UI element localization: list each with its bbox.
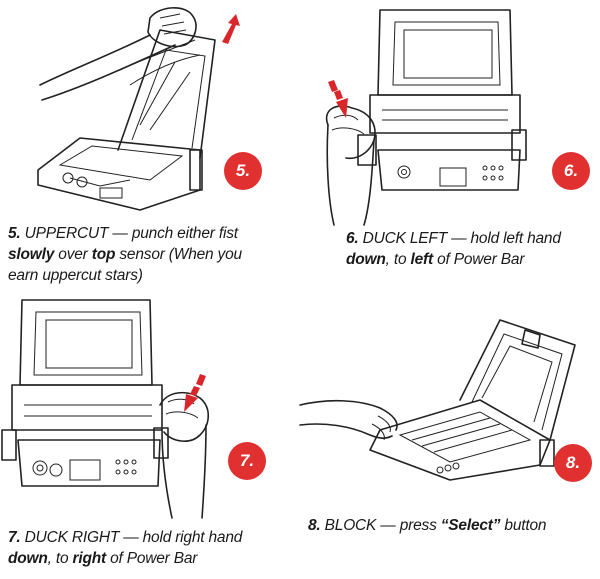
step-8-caption: 8. BLOCK — press “Select” button bbox=[308, 515, 598, 536]
step-8-move: BLOCK bbox=[324, 517, 377, 534]
downward-arrow-icon bbox=[328, 80, 348, 118]
step-8-number: 8. bbox=[308, 517, 321, 534]
upward-arrow-icon bbox=[222, 14, 240, 44]
step-7-number: 7. bbox=[8, 529, 21, 546]
step-6-text-5: of Power Bar bbox=[432, 251, 525, 268]
step-7-panel: 7. 7. DUCK RIGHT — hold right hand down,… bbox=[0, 290, 300, 579]
step-7-badge: 7. bbox=[228, 442, 266, 480]
step-6-caption: 6. DUCK LEFT — hold left hand down, to l… bbox=[346, 228, 596, 270]
step-5-text-3: over bbox=[54, 246, 92, 263]
step-5-move: UPPERCUT bbox=[24, 225, 109, 242]
step-5-number: 5. bbox=[8, 225, 21, 242]
step-8-dash: — bbox=[376, 517, 400, 534]
step-5-text-1: punch either fist bbox=[131, 225, 238, 242]
step-6-panel: 6. 6. DUCK LEFT — hold left hand down, t… bbox=[300, 0, 600, 290]
step-8-text-2: “Select” bbox=[440, 517, 501, 534]
step-5-text-5: sensor (When you earn uppercut stars) bbox=[8, 246, 242, 284]
step-6-text-3: , to bbox=[385, 251, 411, 268]
step-6-number: 6. bbox=[346, 230, 359, 247]
step-6-text-2: down bbox=[346, 251, 386, 268]
step-7-text-1: hold right hand bbox=[142, 529, 243, 546]
step-8-panel: 8. 8. BLOCK — press “Select” button bbox=[299, 290, 600, 579]
step-6-move: DUCK LEFT bbox=[362, 230, 448, 247]
step-6-text-4: left bbox=[410, 251, 434, 268]
step-6-badge: 6. bbox=[552, 152, 590, 190]
step-6-text-1: hold left hand bbox=[470, 230, 561, 247]
duck-left-illustration bbox=[325, 9, 527, 226]
step-7-move: DUCK RIGHT bbox=[24, 529, 120, 546]
step-7-text-4: right bbox=[72, 550, 107, 567]
step-8-text-1: press bbox=[399, 517, 441, 534]
step-5-dash: — bbox=[108, 225, 132, 242]
step-8-badge: 8. bbox=[554, 444, 592, 482]
step-7-dash: — bbox=[119, 529, 143, 546]
downward-arrow-icon bbox=[184, 374, 206, 412]
duck-right-illustration bbox=[1, 299, 210, 519]
step-6-dash: — bbox=[446, 230, 471, 247]
step-5-badge: 5. bbox=[224, 152, 262, 190]
step-8-text-3: button bbox=[500, 517, 547, 534]
step-5-panel: 5. 5. UPPERCUT — punch either fist slowl… bbox=[0, 0, 300, 290]
step-7-text-2: down bbox=[8, 550, 48, 567]
uppercut-illustration bbox=[37, 7, 240, 211]
step-7-caption: 7. DUCK RIGHT — hold right hand down, to… bbox=[8, 527, 278, 569]
step-5-caption: 5. UPPERCUT — punch either fist slowly o… bbox=[8, 223, 258, 286]
block-illustration bbox=[299, 319, 576, 481]
step-5-text-2: slowly bbox=[8, 246, 55, 263]
step-5-text-4: top bbox=[91, 246, 116, 263]
step-7-text-5: of Power Bar bbox=[105, 550, 198, 567]
step-7-text-3: , to bbox=[47, 550, 73, 567]
